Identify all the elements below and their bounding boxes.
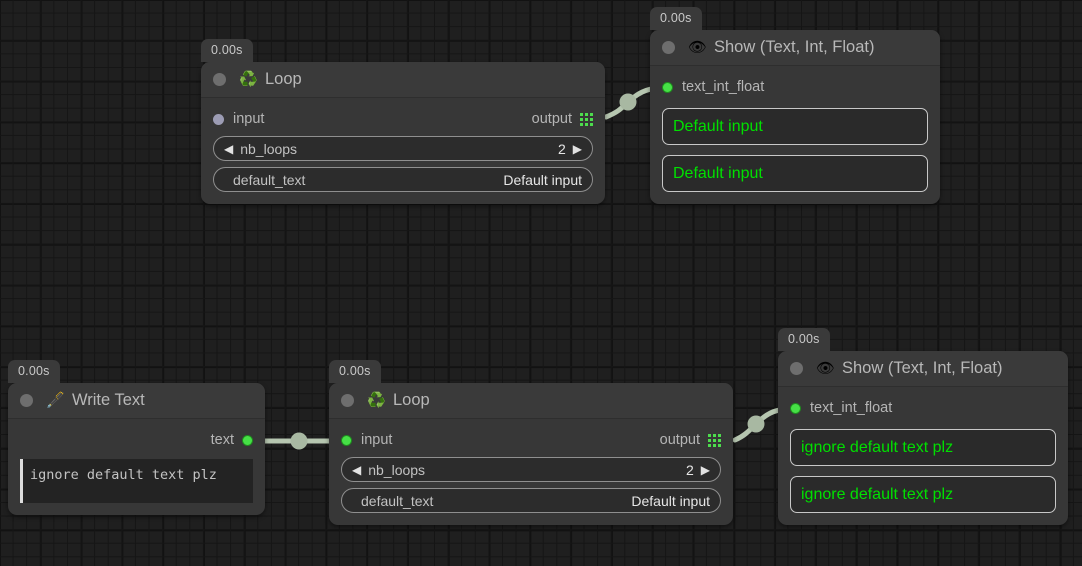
node-time-badge: 0.00s [329, 360, 381, 383]
node-body: text_int_float Default input Default inp… [650, 66, 940, 204]
input-port-label: input [233, 111, 265, 127]
stepper-decrement-icon[interactable]: ◀ [224, 141, 234, 156]
input-port-dot-icon[interactable] [213, 113, 224, 125]
node-header[interactable]: 👁 Show (Text, Int, Float) [778, 351, 1068, 387]
node-body: input output ◀ nb_loops 2 ▶ default_text… [201, 98, 605, 204]
output-port[interactable]: text [211, 432, 253, 448]
output-port-dot-icon[interactable] [242, 434, 253, 446]
input-port[interactable]: text_int_float [662, 79, 764, 95]
param-name: nb_loops [240, 140, 298, 157]
recycle-icon: ♻️ [367, 392, 386, 409]
pen-nib-icon: 🖋️ [46, 392, 65, 409]
output-port-label: text [210, 432, 234, 448]
node-time-badge: 0.00s [8, 360, 60, 383]
node-time-badge: 0.00s [650, 7, 702, 30]
cable-midpoint-dot[interactable] [290, 432, 308, 450]
param-nb-loops-stepper[interactable]: ◀ nb_loops 2 ▶ [213, 136, 593, 161]
node-loop-top[interactable]: 0.00s ♻️ Loop input output ◀ nb_loops 2 [201, 39, 605, 204]
param-default-text-field[interactable]: default_text Default input [341, 488, 721, 513]
stepper-decrement-icon[interactable]: ◀ [352, 462, 362, 477]
param-name: default_text [361, 492, 434, 509]
node-title: Show (Text, Int, Float) [714, 38, 875, 56]
input-port[interactable]: input [341, 432, 392, 448]
port-row: input output [341, 429, 721, 451]
value-display-box: Default input [662, 108, 928, 145]
eye-icon: 👁 [816, 360, 836, 377]
node-time-badge: 0.00s [778, 328, 830, 351]
port-row: input output [213, 108, 593, 130]
param-value[interactable]: Default input [503, 171, 582, 188]
node-header[interactable]: ♻️ Loop [329, 383, 733, 419]
input-port-label: text_int_float [682, 79, 765, 95]
text-input-area[interactable]: ignore default text plz [20, 459, 253, 503]
node-time-badge: 0.00s [201, 39, 253, 62]
value-display-box: ignore default text plz [790, 429, 1056, 466]
recycle-icon: ♻️ [239, 71, 258, 88]
input-port-dot-icon[interactable] [662, 81, 673, 93]
param-default-text-field[interactable]: default_text Default input [213, 167, 593, 192]
cable-midpoint-dot[interactable] [747, 415, 765, 433]
cable-midpoint-dot[interactable] [619, 93, 637, 111]
input-port-dot-icon[interactable] [790, 402, 801, 414]
status-dot-icon[interactable] [20, 394, 33, 407]
node-show-bottom[interactable]: 0.00s 👁 Show (Text, Int, Float) text_int… [778, 328, 1068, 525]
output-port[interactable]: output [660, 432, 721, 448]
node-header[interactable]: 🖋️ Write Text [8, 383, 265, 419]
node-title: Loop [265, 70, 302, 88]
node-header[interactable]: ♻️ Loop [201, 62, 605, 98]
input-port-dot-icon[interactable] [341, 434, 352, 446]
param-name: default_text [233, 171, 306, 188]
output-port-label: output [531, 111, 572, 127]
node-title: Write Text [72, 391, 145, 409]
input-port-label: text_int_float [810, 400, 893, 416]
node-header[interactable]: 👁 Show (Text, Int, Float) [650, 30, 940, 66]
status-dot-icon[interactable] [213, 73, 226, 86]
node-body: input output ◀ nb_loops 2 ▶ default_text… [329, 419, 733, 525]
status-dot-icon[interactable] [790, 362, 803, 375]
status-dot-icon[interactable] [662, 41, 675, 54]
param-value[interactable]: Default input [631, 492, 710, 509]
port-row: text_int_float [790, 397, 1056, 419]
output-grid-icon[interactable] [708, 433, 721, 447]
input-port[interactable]: text_int_float [790, 400, 892, 416]
output-port[interactable]: output [532, 111, 593, 127]
stepper-increment-icon[interactable]: ▶ [572, 141, 582, 156]
node-write-text[interactable]: 0.00s 🖋️ Write Text text ignore default … [8, 360, 265, 515]
input-port[interactable]: input [213, 111, 264, 127]
output-port-label: output [659, 432, 700, 448]
status-dot-icon[interactable] [341, 394, 354, 407]
stepper-increment-icon[interactable]: ▶ [700, 462, 710, 477]
node-title: Show (Text, Int, Float) [842, 359, 1003, 377]
node-body: text ignore default text plz [8, 419, 265, 515]
node-loop-bottom[interactable]: 0.00s ♻️ Loop input output ◀ nb_loops 2 [329, 360, 733, 525]
param-name: nb_loops [368, 461, 426, 478]
param-value[interactable]: 2 [557, 140, 566, 157]
value-display-box: Default input [662, 155, 928, 192]
param-nb-loops-stepper[interactable]: ◀ nb_loops 2 ▶ [341, 457, 721, 482]
node-title: Loop [393, 391, 430, 409]
port-row: text_int_float [662, 76, 928, 98]
input-port-label: input [361, 432, 393, 448]
node-show-top[interactable]: 0.00s 👁 Show (Text, Int, Float) text_int… [650, 7, 940, 204]
param-value[interactable]: 2 [685, 461, 694, 478]
output-grid-icon[interactable] [580, 112, 593, 126]
port-row: text [20, 429, 253, 451]
value-display-box: ignore default text plz [790, 476, 1056, 513]
eye-icon: 👁 [688, 39, 708, 56]
node-body: text_int_float ignore default text plz i… [778, 387, 1068, 525]
